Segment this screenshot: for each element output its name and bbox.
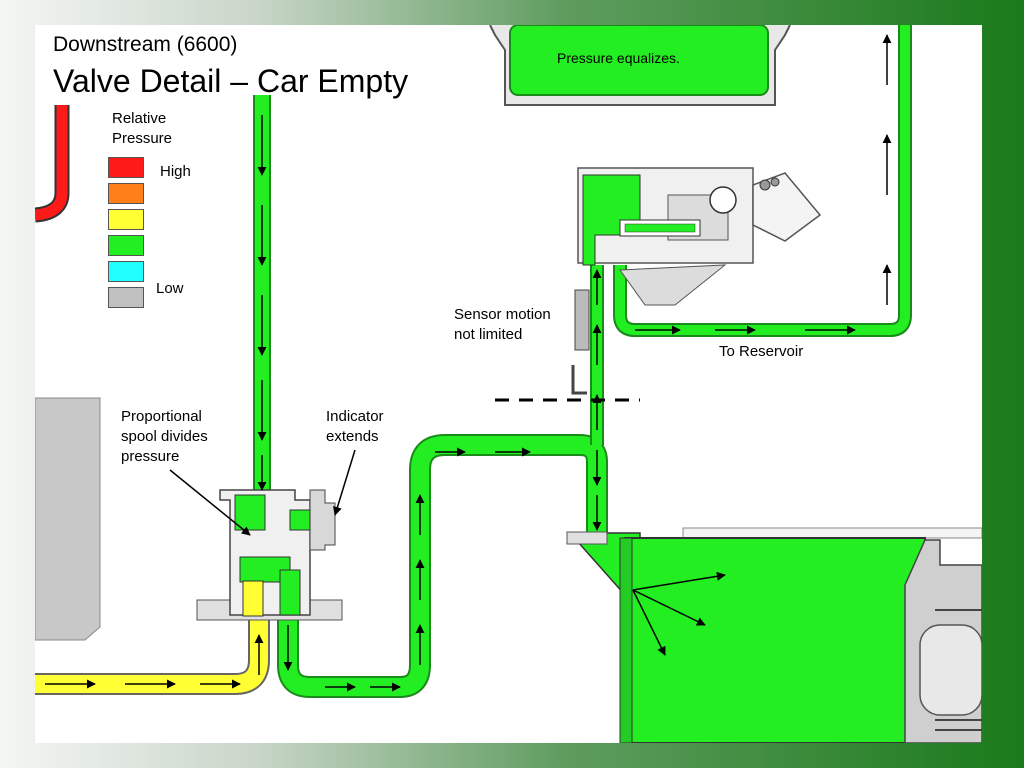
- sensor-valve: [571, 167, 822, 395]
- legend-swatch-yellow: [108, 209, 144, 230]
- legend-swatch-red: [108, 157, 144, 178]
- cylinder-label: Pressure equalizes.: [557, 50, 680, 66]
- top-cylinder: [489, 25, 791, 106]
- slide: Downstream (6600) Valve Detail – Car Emp…: [35, 25, 982, 743]
- legend-swatch-green: [108, 235, 144, 256]
- flow-arrows: [45, 34, 892, 692]
- spool-callout-line1: Proportional: [121, 408, 202, 425]
- legend-low-label: Low: [156, 280, 184, 297]
- legend-swatch-gray: [108, 287, 144, 308]
- indicator-callout: Indicator extends: [326, 407, 384, 447]
- legend-swatch-orange: [108, 183, 144, 204]
- spool-callout: Proportional spool divides pressure: [121, 407, 208, 467]
- spool-callout-line2: spool divides: [121, 428, 208, 445]
- indicator-callout-line2: extends: [326, 428, 379, 445]
- green-output-line: [277, 434, 608, 698]
- bottom-tank: [566, 527, 982, 743]
- slide-title: Valve Detail – Car Empty: [53, 63, 409, 99]
- spool-callout-line3: pressure: [121, 448, 180, 465]
- callout-leaders: [169, 449, 356, 536]
- left-housing: [35, 397, 101, 641]
- slide-subtitle: Downstream (6600): [53, 33, 238, 56]
- sensor-callout-line1: Sensor motion: [454, 306, 551, 323]
- legend-heading-line2: Pressure: [112, 130, 173, 147]
- legend-swatch-cyan: [108, 261, 144, 282]
- legend-heading: Relative Pressure: [112, 109, 172, 149]
- legend-high-label: High: [160, 163, 191, 180]
- sensor-callout-line2: not limited: [454, 326, 523, 343]
- indicator-callout-line1: Indicator: [326, 408, 384, 425]
- hydraulic-diagram: [35, 25, 982, 743]
- reservoir-label: To Reservoir: [719, 343, 804, 360]
- main-valve: [196, 489, 343, 621]
- legend-heading-line1: Relative: [112, 110, 167, 127]
- sensor-callout: Sensor motion not limited: [454, 305, 551, 345]
